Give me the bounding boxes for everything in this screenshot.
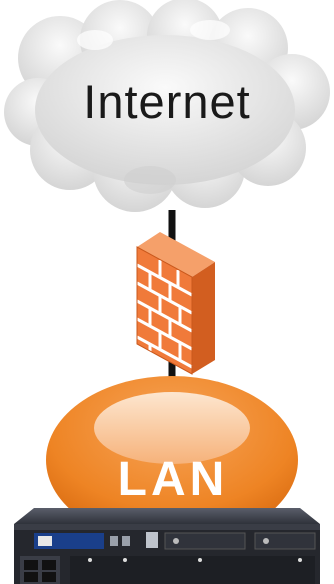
firewall-icon	[137, 232, 215, 374]
lan-label: LAN	[0, 452, 334, 507]
internet-label: Internet	[0, 74, 334, 129]
network-appliance	[14, 508, 320, 584]
